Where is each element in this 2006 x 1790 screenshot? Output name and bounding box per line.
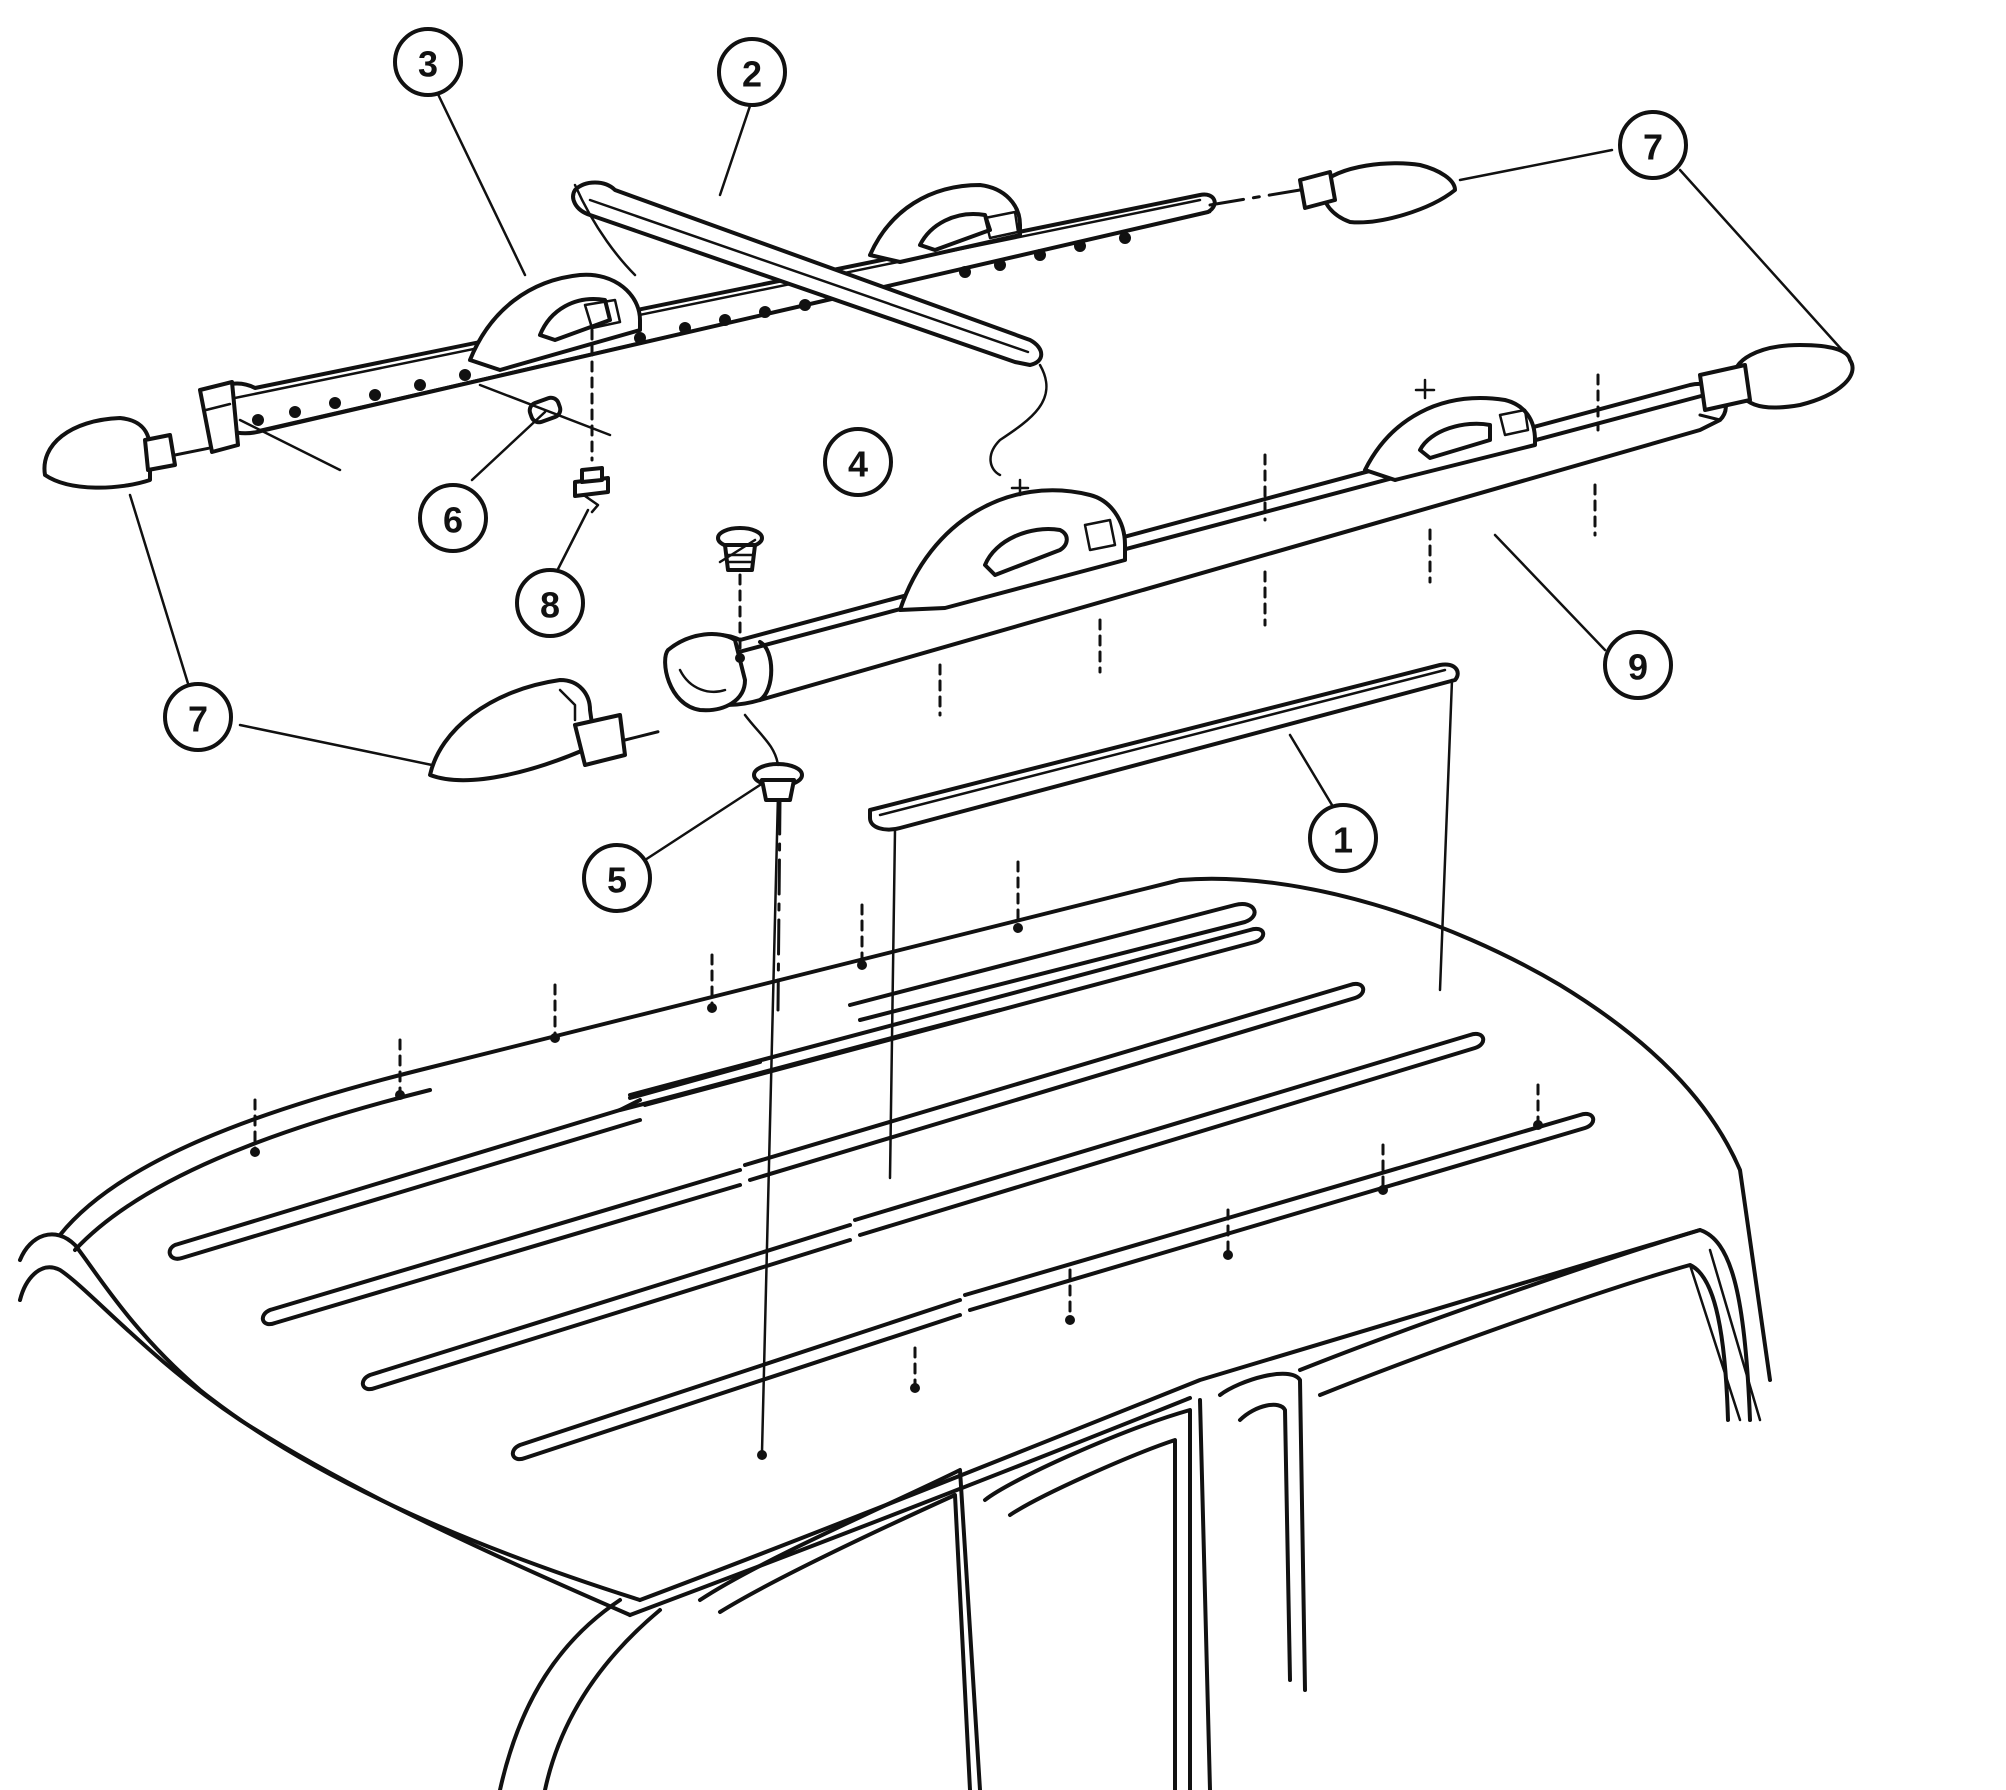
callout-7-front-left: 7	[163, 682, 233, 752]
callout-1-label: 1	[1333, 820, 1353, 861]
callout-5: 5	[582, 843, 652, 913]
rail-pad-part-1	[868, 662, 1460, 1180]
callout-8: 8	[515, 568, 585, 638]
callout-3: 3	[393, 27, 463, 97]
leader-lines	[128, 88, 1844, 862]
callout-2-label: 2	[742, 54, 762, 95]
callout-9-label: 9	[1628, 647, 1648, 688]
callout-7-front-left-label: 7	[188, 699, 208, 740]
callout-5-label: 5	[607, 860, 627, 901]
callout-4: 4	[823, 427, 893, 497]
roof-ribs	[167, 902, 1596, 1462]
callout-8-label: 8	[540, 585, 560, 626]
callout-4-label: 4	[848, 444, 868, 485]
rear-side-rail	[198, 183, 1217, 514]
rail-slot-holes	[252, 232, 1131, 426]
roof-mounting-holes	[250, 793, 1543, 1460]
callout-6: 6	[418, 483, 488, 553]
end-caps-part-7	[42, 161, 1855, 783]
fastener-part-4	[716, 526, 764, 663]
callout-3-label: 3	[418, 44, 438, 85]
callout-7-front-right: 7	[1618, 110, 1688, 180]
crossbar-part-2	[571, 180, 1048, 477]
callout-9: 9	[1603, 630, 1673, 700]
side-rail-part-9	[663, 373, 1728, 717]
callout-1: 1	[1308, 803, 1378, 873]
callout-2: 2	[717, 37, 787, 107]
fastener-part-5	[743, 713, 804, 802]
callout-7-front-right-label: 7	[1643, 127, 1663, 168]
callout-6-label: 6	[443, 500, 463, 541]
vehicle-roof	[18, 876, 1772, 1790]
